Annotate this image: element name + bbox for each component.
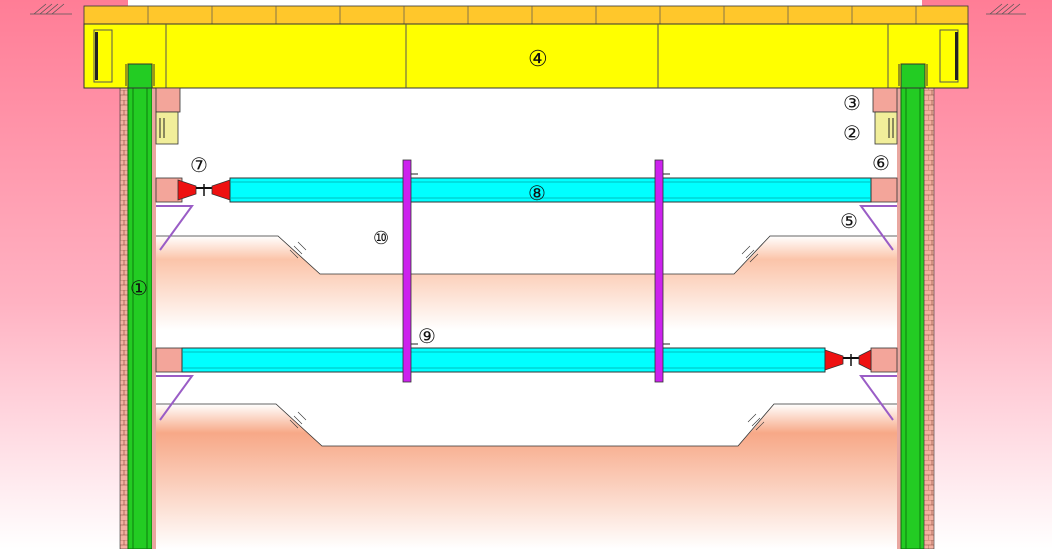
label-3-pad: ③ <box>843 91 861 115</box>
corbel-right-2 <box>874 111 898 145</box>
kingpost-connectors <box>411 173 670 345</box>
label-8-strut: ⑧ <box>528 181 546 205</box>
bracket-upper-right <box>859 205 897 251</box>
label-7-jack: ⑦ <box>190 153 208 177</box>
upper-strut-level <box>155 177 898 251</box>
bracket-lower-right <box>859 375 897 421</box>
ground-hatch-right <box>986 3 1026 15</box>
kingpost-left <box>402 159 412 383</box>
excavation-lower <box>155 404 897 549</box>
label-9-connector: ⑨ <box>418 324 436 348</box>
bracket-upper-left <box>156 205 194 251</box>
soil-left <box>0 0 128 549</box>
pad-right-3 <box>872 87 898 113</box>
pad-left-3 <box>155 87 181 113</box>
label-6-end-block: ⑥ <box>872 151 890 175</box>
kingpost-right <box>654 159 664 383</box>
soil-right <box>922 0 1052 549</box>
capping-beam <box>83 5 969 89</box>
bracket-lower-left <box>156 375 194 421</box>
label-2-corbel: ② <box>843 121 861 145</box>
label-5-bracket: ⑤ <box>840 209 858 233</box>
ground-hatch-left <box>30 3 72 15</box>
lower-strut-level <box>155 347 898 421</box>
excavation-upper <box>155 236 897 330</box>
label-4-capping-beam: ④ <box>528 47 548 72</box>
label-10-kingpost: ⑩ <box>373 228 389 249</box>
label-1-wall: ① <box>130 276 148 300</box>
left-wall <box>119 85 156 549</box>
corbel-left-2 <box>155 111 179 145</box>
right-wall <box>897 85 935 549</box>
